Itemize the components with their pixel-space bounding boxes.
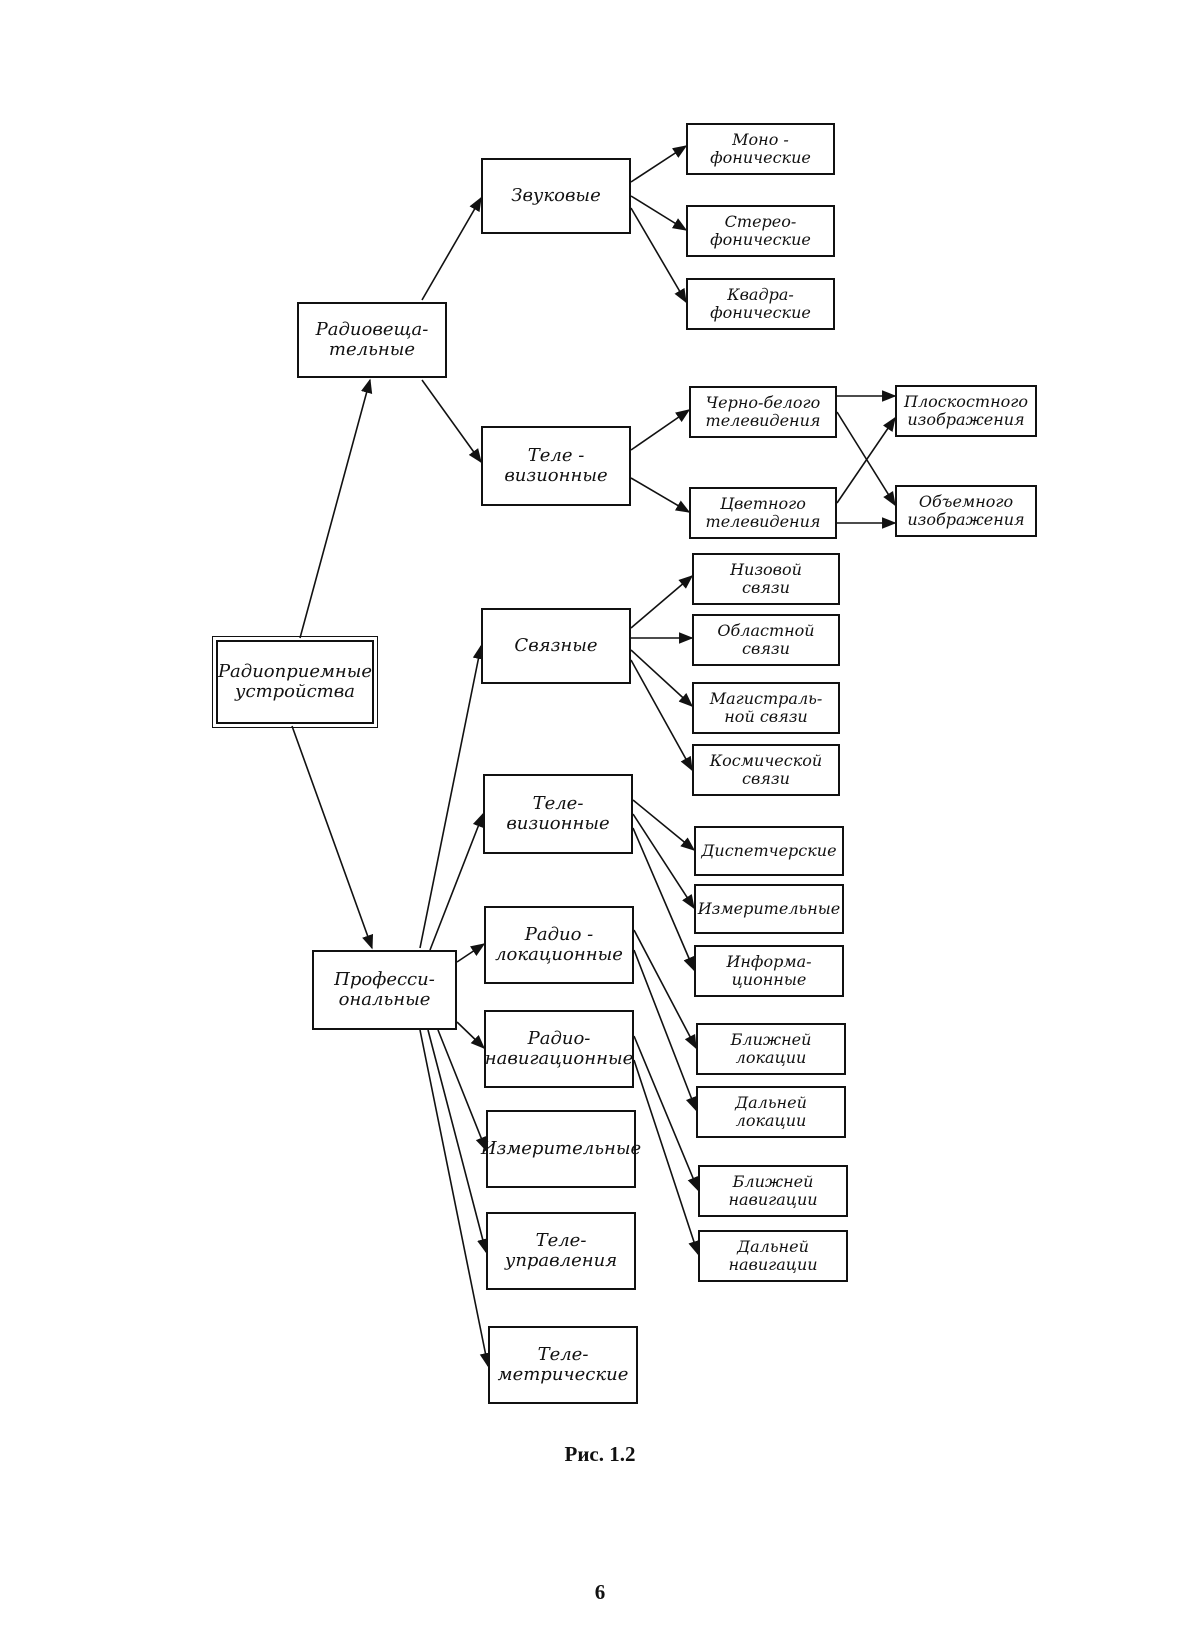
node-near-nav: Ближней навигации [698, 1165, 848, 1217]
node-low-comm: Низовой связи [692, 553, 840, 605]
edge-root-to-broadcast [300, 380, 370, 638]
page-number: 6 [0, 1580, 1200, 1605]
edge-root-to-professional [292, 726, 372, 948]
node-measuring: Измерительные [486, 1110, 636, 1188]
node-space-comm: Космической связи [692, 744, 840, 796]
node-sound: Звуковые [481, 158, 631, 234]
edge-professional-to-telemetry [420, 1030, 488, 1366]
node-far-location: Дальней локации [696, 1086, 846, 1138]
edge-protv-to-informational [633, 828, 694, 970]
node-professional: Професси- ональные [312, 950, 457, 1030]
node-telemetry: Теле- метрические [488, 1326, 638, 1404]
edge-broadcast-to-sound [422, 198, 481, 300]
edge-comm-to-low [631, 576, 692, 628]
edge-protv-to-tvmeasuring [633, 814, 694, 908]
node-telecontrol: Теле- управления [486, 1212, 636, 1290]
node-flat-image: Плоскостного изображения [895, 385, 1037, 437]
edge-comm-to-space [631, 660, 692, 770]
edge-professional-to-comm [420, 646, 481, 948]
node-tv-measuring: Измерительные [694, 884, 844, 934]
edge-sound-to-stereo [631, 196, 686, 230]
node-dispatch: Диспетчерские [694, 826, 844, 876]
node-color-tv: Цветного телевидения [689, 487, 837, 539]
edge-sound-to-mono [631, 146, 686, 182]
edge-professional-to-radar [457, 944, 484, 962]
node-broadcast: Радиовеща- тельные [297, 302, 447, 378]
node-volume-image: Объемного изображения [895, 485, 1037, 537]
node-far-nav: Дальней навигации [698, 1230, 848, 1282]
node-radionav: Радио- навигационные [484, 1010, 634, 1088]
node-stereo: Стерео- фонические [686, 205, 835, 257]
node-radar: Радио - локационные [484, 906, 634, 984]
edge-protv-to-dispatch [633, 800, 694, 850]
node-trunk-comm: Магистраль- ной связи [692, 682, 840, 734]
edge-professional-to-pro-tv [430, 814, 483, 950]
node-radio-receivers: Радиоприемные устройства [216, 640, 374, 724]
edge-professional-to-radionav [457, 1022, 484, 1048]
node-regional-comm: Областной связи [692, 614, 840, 666]
edge-broadcast-to-tv [422, 380, 481, 462]
edge-radionav-to-near [634, 1036, 698, 1190]
figure-caption: Рис. 1.2 [0, 1442, 1200, 1467]
edge-tv-to-color [631, 478, 689, 512]
node-bw-tv: Черно-белого телевидения [689, 386, 837, 438]
edge-sound-to-quadro [631, 208, 686, 302]
edge-professional-to-telecontrol [428, 1030, 486, 1252]
edge-professional-to-measuring [438, 1030, 486, 1150]
node-pro-tv: Теле- визионные [483, 774, 633, 854]
node-informational: Информа- ционные [694, 945, 844, 997]
node-quadro: Квадра- фонические [686, 278, 835, 330]
node-communication: Связные [481, 608, 631, 684]
node-mono: Моно - фонические [686, 123, 835, 175]
edge-tv-to-bw [631, 410, 689, 450]
node-near-location: Ближней локации [696, 1023, 846, 1075]
node-tv: Теле - визионные [481, 426, 631, 506]
